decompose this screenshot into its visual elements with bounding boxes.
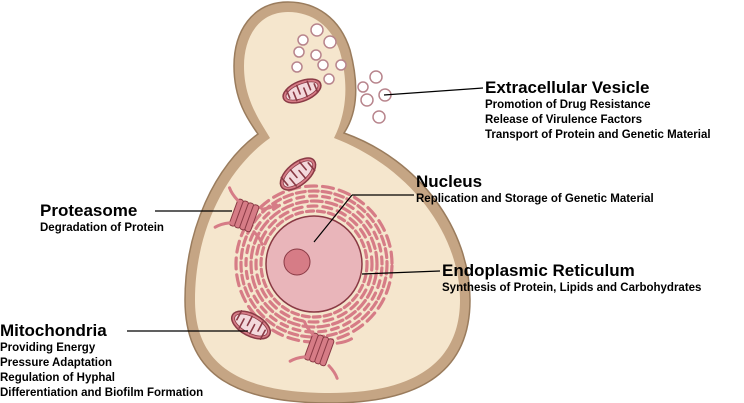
mitochondrion-cristae <box>236 310 266 340</box>
er-cisterna <box>259 209 369 319</box>
vesicle <box>310 23 324 37</box>
proteasome-title: Proteasome <box>40 201 138 220</box>
endoplasmic-reticulum-label: Endoplasmic Reticulum Synthesis of Prote… <box>442 261 701 296</box>
vesicle <box>323 35 337 49</box>
vesicle <box>293 46 305 58</box>
mitochondrion-matrix <box>282 160 314 188</box>
extracellular-vesicle-leader <box>383 87 484 96</box>
er-cisterna <box>254 204 374 324</box>
proteasome-cap <box>213 186 278 246</box>
mitochondria-desc-2: Pressure Adaptation <box>0 357 113 369</box>
endoplasmic-reticulum-leader <box>361 270 441 275</box>
er-cisterna <box>249 199 379 329</box>
mitochondrion <box>282 78 322 104</box>
extracellular-vesicle-desc-2: Release of Virulence Factors <box>485 114 643 126</box>
nucleus-leader <box>313 194 353 243</box>
nucleus <box>265 215 363 313</box>
mitochondrion-cristae <box>280 161 316 187</box>
proteasome-label: Proteasome Degradation of Protein <box>40 201 164 236</box>
mitochondrion <box>279 157 317 191</box>
mitochondria-desc-1: Providing Energy <box>0 342 96 354</box>
vesicles <box>291 23 392 124</box>
vesicle <box>323 73 335 85</box>
proteasome-ring <box>244 204 260 233</box>
endoplasmic-reticulum-desc-1: Synthesis of Protein, Lipids and Carbohy… <box>442 282 702 294</box>
nucleus-desc-1: Replication and Storage of Genetic Mater… <box>416 193 654 205</box>
mitochondria-desc-4: Differentiation and Biofilm Formation <box>0 387 204 399</box>
vesicle <box>357 81 369 93</box>
mitochondrion-cristae <box>285 80 319 102</box>
vesicle <box>369 70 383 84</box>
mitochondria-desc-3: Regulation of Hyphal <box>0 372 115 384</box>
vesicle <box>317 59 329 71</box>
proteasome <box>213 186 278 246</box>
extracellular-vesicle-title: Extracellular Vesicle <box>485 78 650 97</box>
mitochondria-label: Mitochondria Providing Energy Pressure A… <box>0 321 203 401</box>
mitochondrion <box>231 310 271 340</box>
vesicle <box>335 59 347 71</box>
vesicle <box>291 61 303 73</box>
vesicle <box>372 110 386 124</box>
extracellular-vesicle-label: Extracellular Vesicle Promotion of Drug … <box>485 78 711 143</box>
nucleolus <box>283 248 311 276</box>
er-cisterna <box>244 194 384 334</box>
proteasome-cap <box>288 320 353 380</box>
vesicle <box>310 49 322 61</box>
vesicle <box>297 34 309 46</box>
nucleus-label: Nucleus Replication and Storage of Genet… <box>416 172 654 207</box>
proteasome <box>288 320 353 380</box>
extracellular-vesicle-desc-3: Transport of Protein and Genetic Materia… <box>485 129 711 141</box>
proteasome-desc-1: Degradation of Protein <box>40 222 164 234</box>
mitochondria-title: Mitochondria <box>0 321 107 340</box>
extracellular-vesicle-desc-1: Promotion of Drug Resistance <box>485 99 651 111</box>
endoplasmic-reticulum-title: Endoplasmic Reticulum <box>442 261 635 280</box>
vesicle <box>360 93 374 107</box>
proteasome-ring <box>319 338 335 367</box>
nucleus-title: Nucleus <box>416 172 483 191</box>
